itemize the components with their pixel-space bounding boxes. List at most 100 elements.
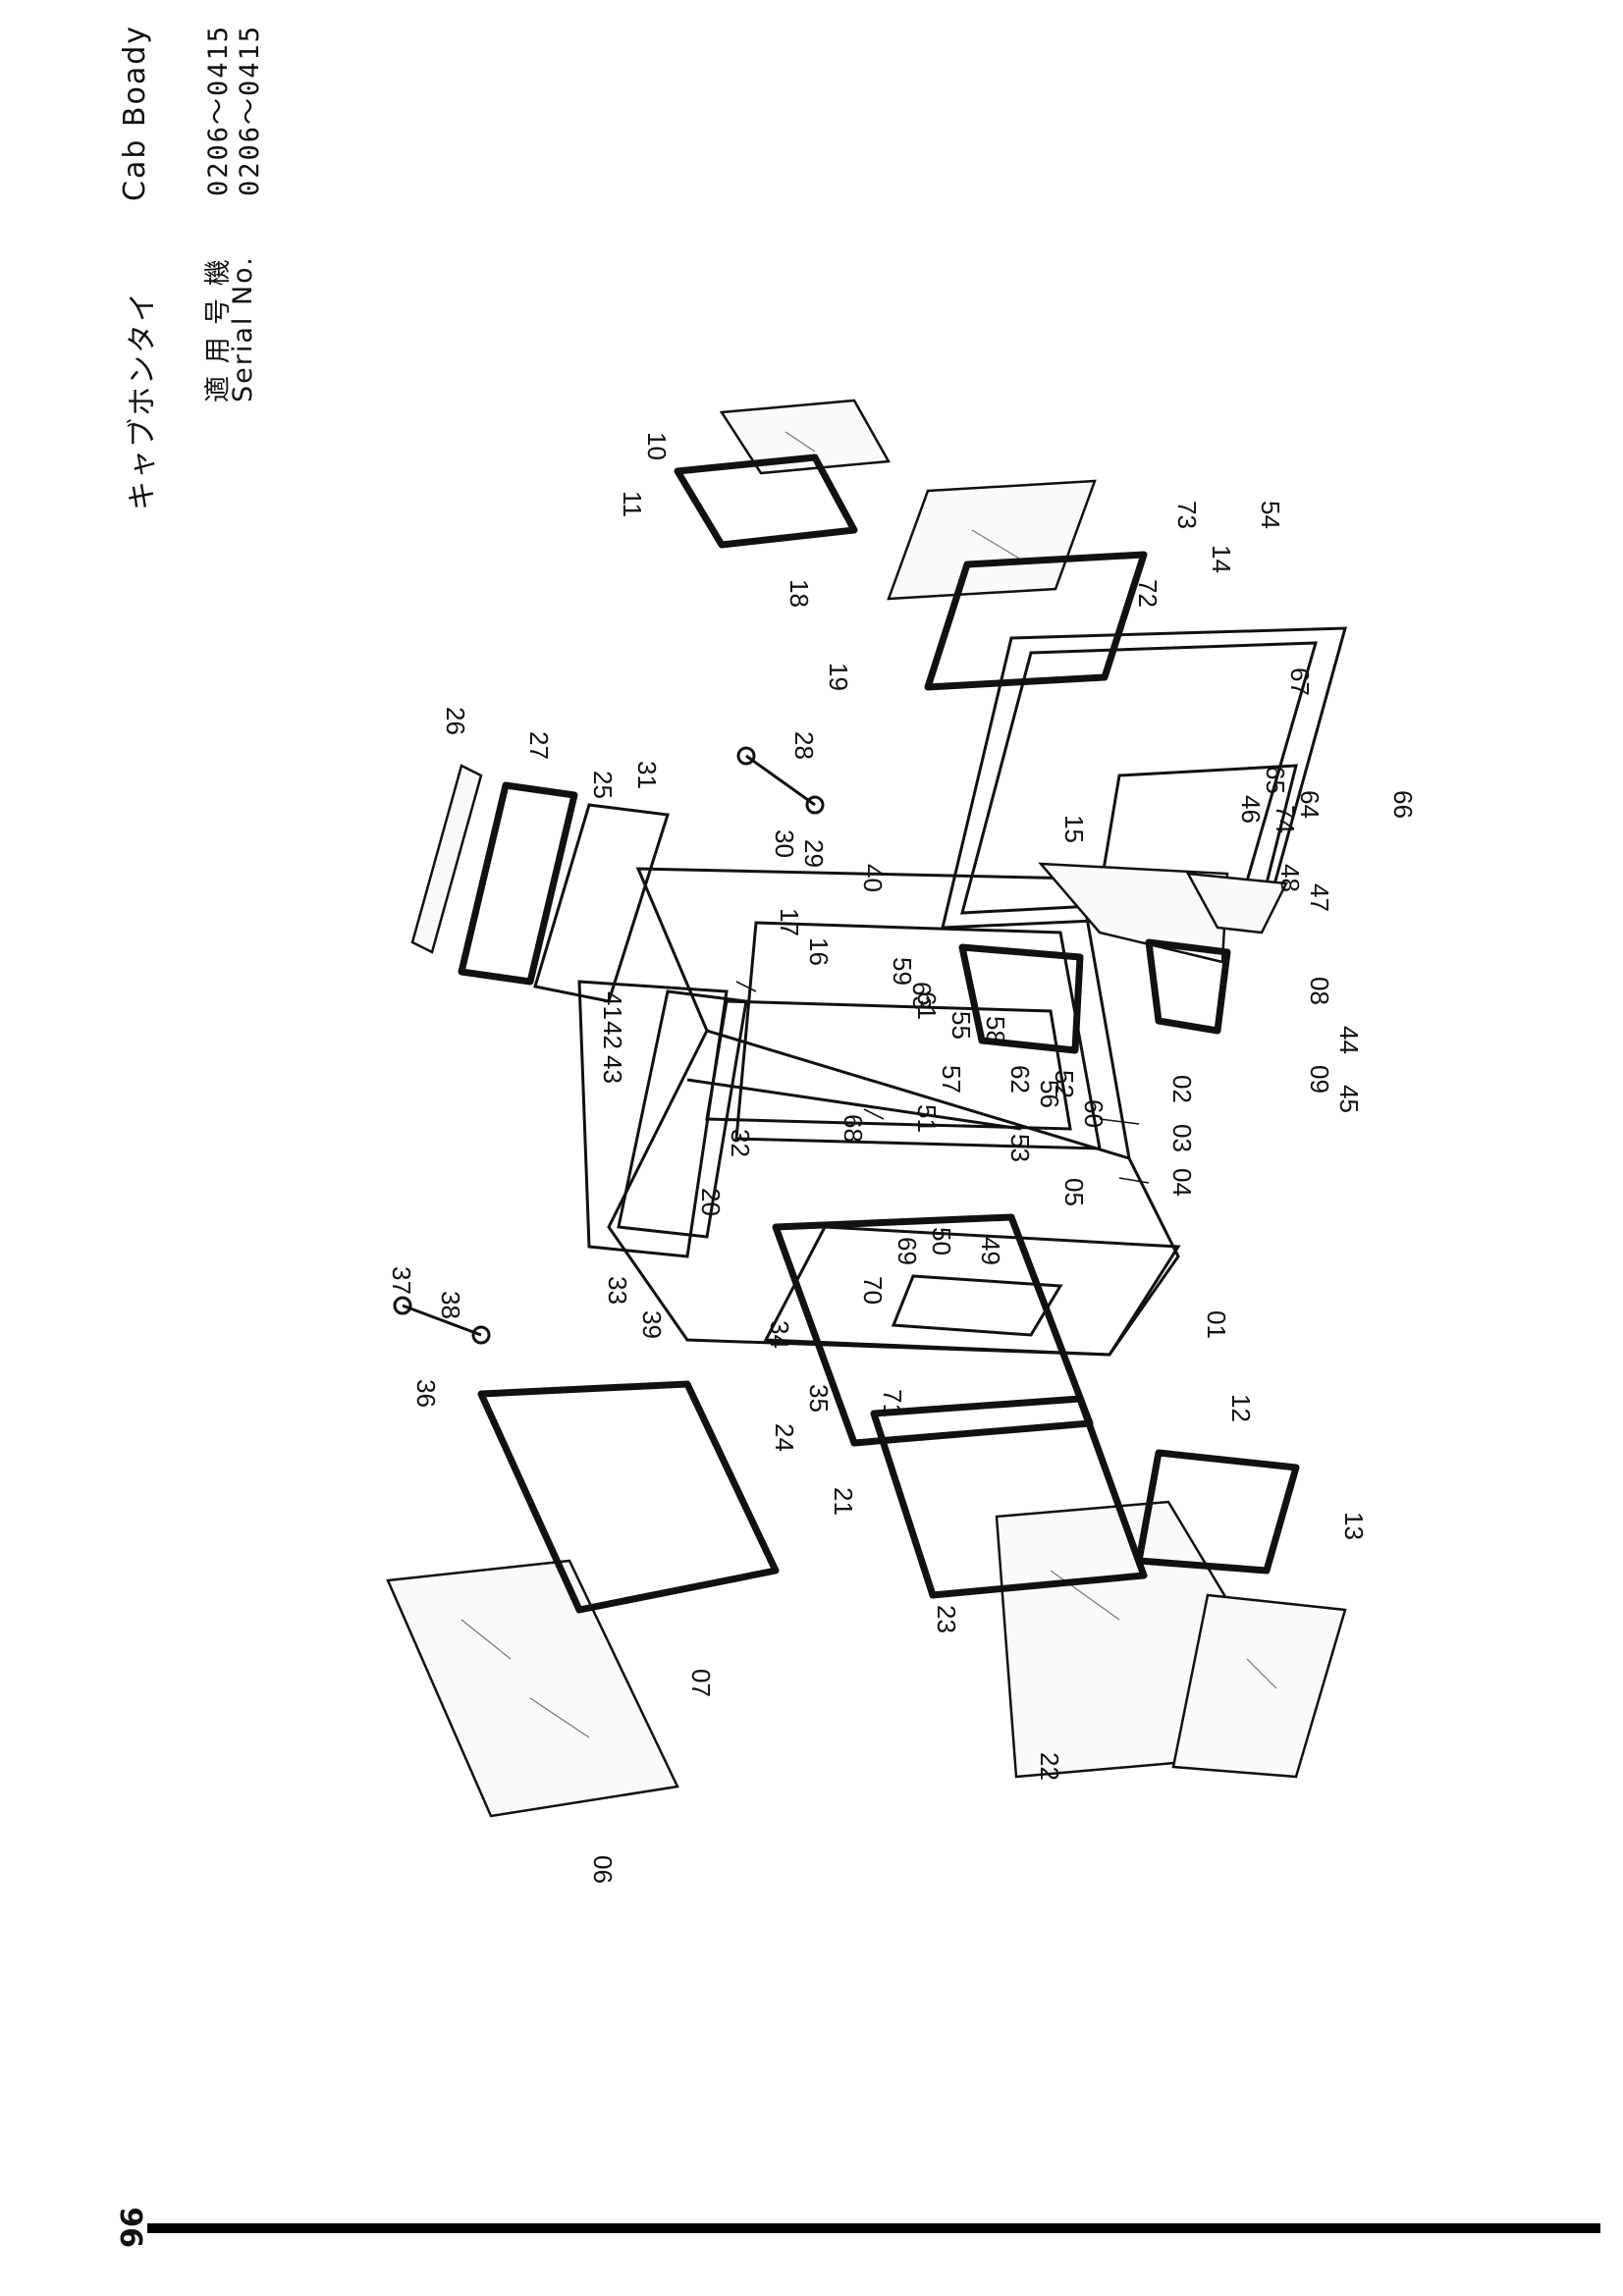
part-label-13: 13 <box>1339 1512 1369 1540</box>
seal-27 <box>458 781 578 986</box>
glass-panel-10 <box>719 399 892 475</box>
part-label-21: 21 <box>829 1487 858 1516</box>
part-label-68: 68 <box>839 1114 868 1143</box>
part-label-08: 08 <box>1305 977 1334 1005</box>
part-label-36: 36 <box>411 1379 441 1408</box>
stay-36 <box>393 1296 491 1345</box>
part-label-25: 25 <box>588 771 618 799</box>
part-label-71: 71 <box>878 1389 907 1417</box>
part-label-44: 44 <box>1334 1026 1364 1054</box>
part-label-05: 05 <box>1059 1178 1089 1206</box>
part-label-54: 54 <box>1256 501 1285 529</box>
part-label-06: 06 <box>588 1855 618 1884</box>
glass-panel-06 <box>386 1559 679 1818</box>
cab-body-01 <box>607 867 1181 1357</box>
part-label-15: 15 <box>1059 815 1089 843</box>
part-label-43: 43 <box>598 1055 627 1084</box>
part-label-48: 48 <box>1275 864 1305 892</box>
part-label-18: 18 <box>784 579 814 608</box>
part-label-67: 67 <box>1285 667 1315 696</box>
part-label-09: 09 <box>1305 1065 1334 1094</box>
part-label-46: 46 <box>1236 795 1266 824</box>
part-label-42: 42 <box>598 1021 627 1049</box>
part-label-69: 69 <box>893 1237 922 1265</box>
part-label-38: 38 <box>436 1291 465 1319</box>
part-label-72: 72 <box>1133 579 1163 608</box>
seal-11 <box>674 454 858 549</box>
part-label-50: 50 <box>927 1227 956 1255</box>
part-label-03: 03 <box>1167 1124 1197 1152</box>
part-label-58: 58 <box>981 1016 1010 1044</box>
glass-panel-44 <box>1185 872 1288 934</box>
roof-panel-25 <box>533 803 670 1003</box>
part-label-12: 12 <box>1226 1394 1256 1422</box>
part-label-66: 66 <box>1388 790 1418 819</box>
part-label-73: 73 <box>1172 501 1202 529</box>
page-footer-rule <box>147 2223 1600 2233</box>
part-label-27: 27 <box>524 731 554 760</box>
part-label-45: 45 <box>1334 1085 1364 1113</box>
part-label-04: 04 <box>1167 1168 1197 1197</box>
part-label-63: 63 <box>907 982 937 1010</box>
part-label-64: 64 <box>1295 790 1325 819</box>
part-label-31: 31 <box>632 761 662 789</box>
seal-23 <box>870 1395 1148 1599</box>
part-label-20: 20 <box>696 1188 726 1216</box>
page-number: 96 <box>116 2207 150 2248</box>
part-label-28: 28 <box>789 731 819 760</box>
seal-45 <box>1145 938 1231 1035</box>
part-label-74: 74 <box>1271 805 1300 833</box>
part-label-17: 17 <box>775 908 804 936</box>
part-label-62: 62 <box>1005 1065 1035 1094</box>
part-label-70: 70 <box>858 1276 888 1305</box>
stay-28 <box>736 746 825 815</box>
seal-12 <box>1135 1449 1300 1575</box>
part-label-39: 39 <box>637 1310 667 1339</box>
glass-panel-18 <box>887 479 1097 601</box>
part-label-53: 53 <box>1005 1134 1035 1162</box>
seal-09 <box>958 943 1084 1054</box>
part-label-56: 56 <box>1035 1080 1064 1108</box>
part-label-49: 49 <box>976 1237 1005 1265</box>
part-label-07: 07 <box>686 1669 716 1697</box>
part-label-61: 61 <box>912 991 942 1020</box>
part-label-33: 33 <box>603 1276 632 1305</box>
part-label-60: 60 <box>1079 1099 1109 1128</box>
part-label-10: 10 <box>642 432 672 460</box>
part-label-65: 65 <box>1261 766 1290 794</box>
part-label-55: 55 <box>947 1011 976 1040</box>
part-label-23: 23 <box>932 1605 961 1633</box>
part-label-52: 52 <box>1050 1070 1079 1098</box>
part-label-32: 32 <box>726 1129 755 1157</box>
part-label-29: 29 <box>799 839 829 868</box>
part-label-26: 26 <box>441 707 470 735</box>
part-label-37: 37 <box>387 1266 416 1295</box>
roof-33 <box>577 980 748 1258</box>
part-label-51: 51 <box>912 1104 942 1133</box>
part-label-14: 14 <box>1207 545 1236 573</box>
part-label-59: 59 <box>888 957 917 986</box>
part-label-16: 16 <box>804 937 834 966</box>
part-label-22: 22 <box>1035 1752 1064 1781</box>
part-label-40: 40 <box>858 864 888 892</box>
part-label-19: 19 <box>824 663 853 691</box>
part-label-02: 02 <box>1167 1075 1197 1103</box>
part-label-01: 01 <box>1202 1310 1231 1339</box>
part-label-41: 41 <box>598 991 627 1020</box>
glass-panel-08 <box>1038 862 1229 964</box>
part-label-35: 35 <box>804 1384 834 1413</box>
part-label-57: 57 <box>937 1065 966 1094</box>
part-label-47: 47 <box>1305 883 1334 912</box>
glass-panel-26 <box>410 764 483 954</box>
seal-07 <box>477 1380 780 1614</box>
part-label-30: 30 <box>770 829 799 858</box>
part-label-34: 34 <box>765 1320 794 1349</box>
seal-19 <box>924 551 1148 691</box>
leader-lines <box>735 981 1150 1184</box>
part-label-24: 24 <box>770 1423 799 1452</box>
part-label-11: 11 <box>618 491 647 517</box>
glass-panel-13 <box>1171 1593 1347 1779</box>
